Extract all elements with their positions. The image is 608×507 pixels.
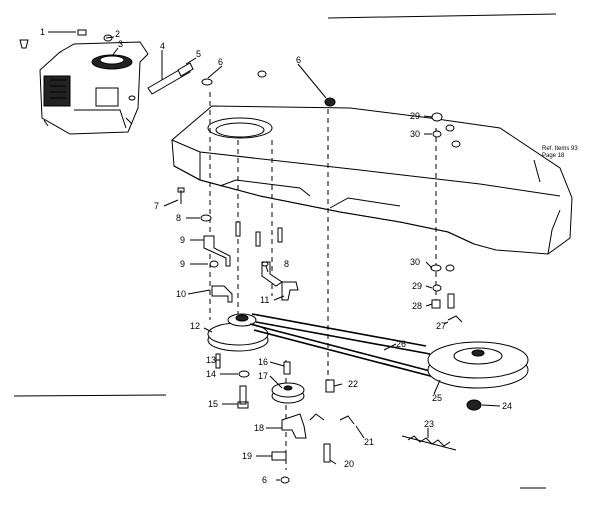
bracket-9a — [203, 235, 231, 267]
washer-14 — [238, 370, 250, 378]
bolt-15 — [237, 385, 249, 409]
bracket-11b — [281, 281, 299, 301]
spacer-28b — [447, 293, 455, 309]
nut-6c — [324, 97, 336, 107]
label-22: 22 — [348, 379, 359, 389]
label-13: 13 — [206, 355, 217, 365]
label-12: 12 — [190, 321, 201, 331]
label-6a: 6 — [218, 57, 224, 67]
header-rule — [327, 13, 557, 19]
label-21: 21 — [364, 437, 375, 447]
nut-30-side — [445, 124, 455, 132]
pin-20 — [323, 443, 331, 463]
belt-top-edge-2 — [255, 321, 431, 355]
clip-19 — [271, 451, 287, 461]
engine — [39, 41, 149, 135]
label-14: 14 — [206, 369, 217, 379]
label-4: 4 — [160, 41, 166, 51]
label-3: 3 — [118, 39, 124, 49]
bolt-13 — [215, 353, 221, 369]
label-10: 10 — [176, 289, 187, 299]
nut-6b — [257, 70, 267, 78]
label-2: 2 — [115, 29, 121, 39]
washer-30 — [432, 130, 442, 138]
bracket-10 — [211, 285, 233, 303]
spacer-28 — [431, 299, 441, 309]
label-29a: 29 — [410, 111, 421, 121]
bolt-b — [255, 231, 261, 247]
label-17: 17 — [258, 371, 269, 381]
part-21-link — [339, 415, 355, 425]
shaft-key — [177, 62, 194, 77]
label-8a: 8 — [176, 213, 182, 223]
label-1: 1 — [40, 27, 46, 37]
nut-29 — [431, 112, 443, 122]
washer-8a — [200, 214, 212, 222]
nut-8b — [261, 261, 269, 267]
bolt-7 — [177, 187, 185, 204]
nut-24 — [466, 399, 482, 411]
label-16: 16 — [258, 357, 269, 367]
label-5: 5 — [196, 49, 202, 59]
label-18: 18 — [254, 423, 265, 433]
label-26: 26 — [396, 339, 407, 349]
label-11: 11 — [260, 295, 270, 305]
label-19: 19 — [242, 451, 253, 461]
label-30a: 30 — [410, 129, 421, 139]
belt-bottom-edge — [253, 329, 439, 379]
label-25: 25 — [432, 393, 443, 403]
part-6-small — [128, 95, 136, 101]
leader-lines — [48, 31, 541, 481]
label-8b: 8 — [284, 259, 290, 269]
washer-30c — [445, 264, 455, 272]
left-rule — [13, 394, 167, 397]
idler-pulley — [271, 382, 305, 404]
label-23: 23 — [424, 419, 435, 429]
label-9a: 9 — [180, 235, 186, 245]
label-28: 28 — [412, 301, 423, 311]
deck-frame — [171, 105, 573, 255]
part-1 — [77, 29, 87, 36]
label-30b: 30 — [410, 257, 421, 267]
bolt-c — [277, 227, 283, 243]
label-29b: 29 — [412, 281, 423, 291]
reference-note: Ref. Items 93 Page 18 — [542, 146, 578, 160]
nut-6a — [201, 78, 213, 86]
reference-note-line-1: Ref. Items 93 — [542, 146, 578, 152]
label-27: 27 — [436, 321, 447, 331]
spring-23-coil — [407, 435, 451, 447]
belt-top-edge — [251, 313, 427, 347]
nut-9a — [209, 260, 219, 268]
spring-clip — [309, 413, 325, 421]
bolt-a — [235, 221, 241, 237]
part-1-alt — [19, 39, 29, 49]
spacer-22 — [325, 379, 335, 393]
nut-29b — [432, 284, 442, 292]
label-6b: 6 — [296, 55, 302, 65]
belt-bottom-edge-2 — [249, 323, 435, 373]
nut-6d — [280, 476, 290, 484]
label-7: 7 — [154, 201, 160, 211]
drive-pulley — [207, 313, 269, 352]
bracket-18 — [281, 413, 307, 439]
washer-30b — [430, 264, 442, 272]
label-6c: 6 — [262, 475, 268, 485]
large-pulley — [427, 341, 529, 389]
bolt-16 — [283, 361, 291, 375]
part-27-clip — [447, 315, 463, 323]
label-9b: 9 — [180, 259, 186, 269]
label-24: 24 — [502, 401, 513, 411]
label-15: 15 — [208, 399, 219, 409]
reference-note-line-2: Page 18 — [542, 153, 565, 159]
label-20: 20 — [344, 459, 355, 469]
washer-small — [451, 140, 461, 148]
